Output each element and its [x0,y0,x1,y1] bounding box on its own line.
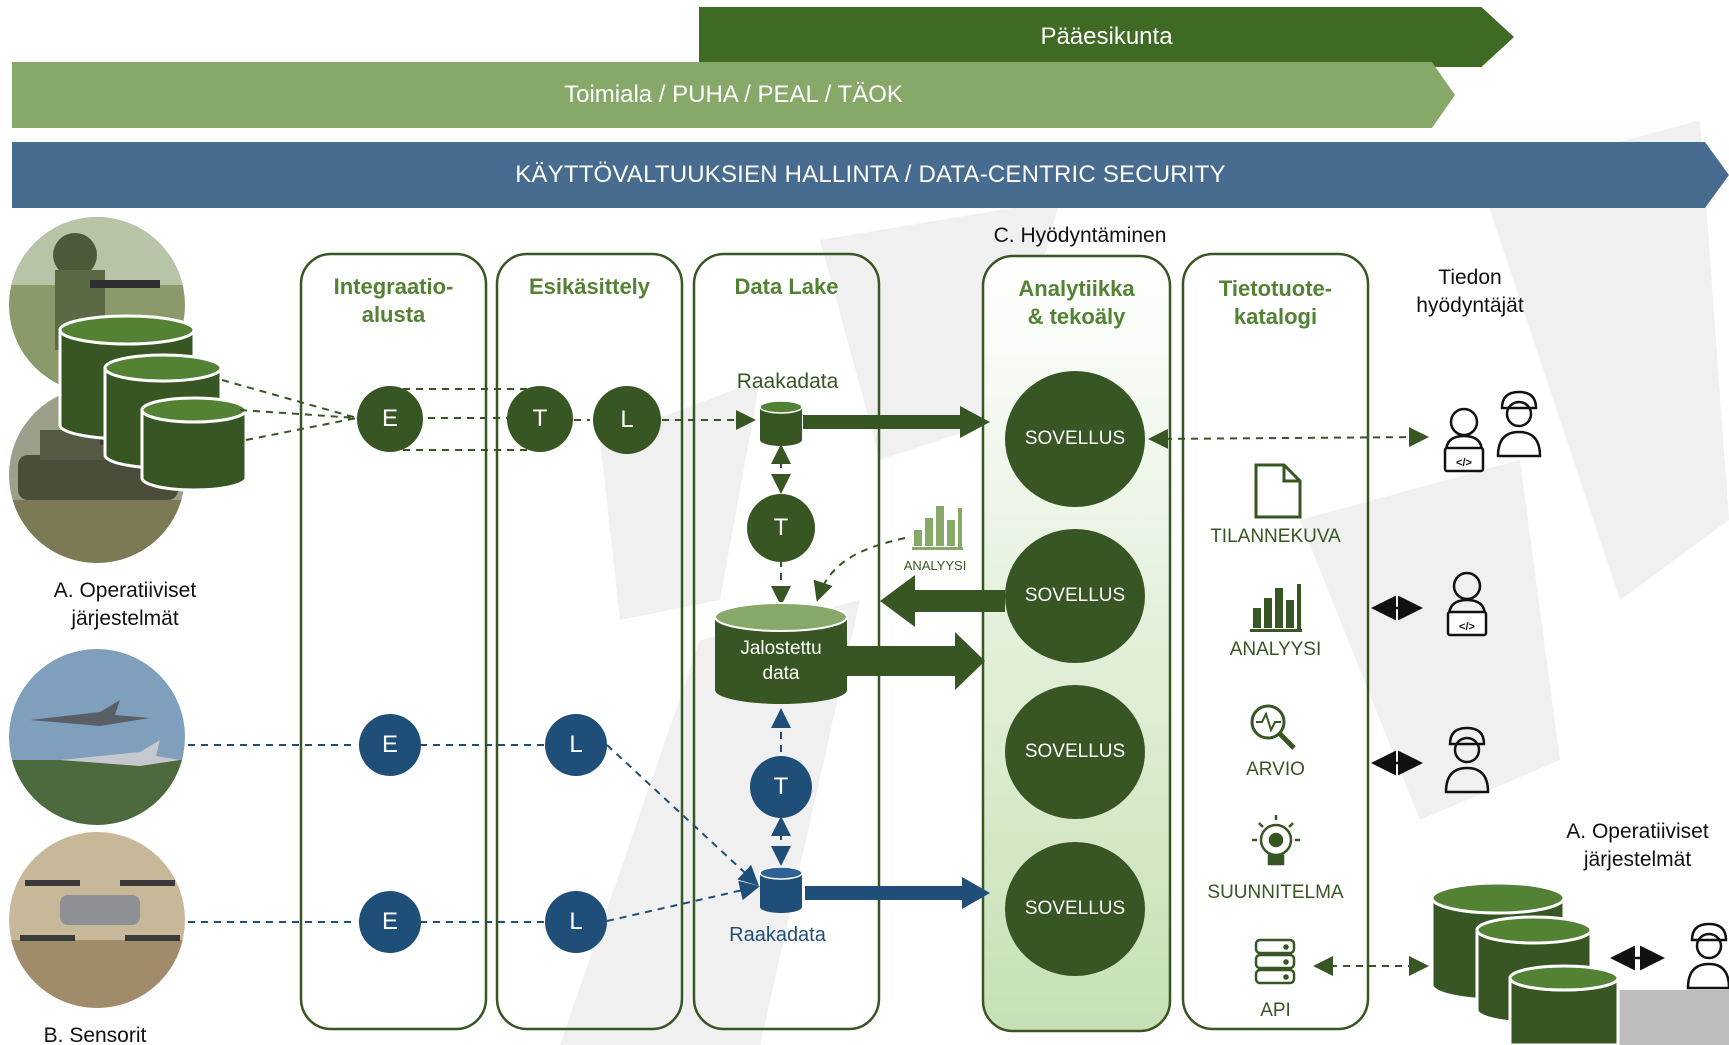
banner-security: KÄYTTÖVALTUUKSIEN HALLINTA / DATA-CENTRI… [12,142,1729,208]
node-l-blue-1-label: L [569,731,583,758]
node-t-datalake-blue: T [750,756,812,818]
database-stack-right [1430,881,1620,1045]
catalog-arvio: ARVIO [1246,759,1305,780]
banner-paaesikunta: Pääesikunta [699,7,1514,67]
banner-toimiala-text: Toimiala / PUHA / PEAL / TÄOK [564,81,903,108]
column-title-esikasittely: Esikäsittely [497,273,682,301]
soldier-user-icon-3 [1686,922,1729,990]
banner-security-text: KÄYTTÖVALTUUKSIEN HALLINTA / DATA-CENTRI… [515,161,1226,188]
raakadata-bottom-db-icon [759,866,803,913]
label-sensorit: B. Sensorit [43,1024,147,1045]
node-l-blue-1: L [545,714,607,776]
jalostettu-data-db-icon [714,602,848,704]
node-e-blue-1: E [359,714,421,776]
label-operatiiviset-left-line1: A. Operatiiviset [53,579,197,602]
app-circle-3-label: SOVELLUS [1024,741,1126,762]
label-jalostettu-line2: data [762,663,800,684]
label-raakadata-top: Raakadata [736,370,839,393]
lightbulb-gear-icon [1252,815,1300,866]
photo-tank [9,387,185,563]
database-stack-left [58,314,248,492]
svg-text:</>: </> [1459,621,1475,633]
soldier-user-icon [1496,390,1542,458]
column-title-esikasittely-line1: Esikäsittely [528,274,651,299]
column-title-integraatio-line2: alusta [361,302,426,327]
raakadata-top-db-icon [759,400,803,446]
column-title-analytiikka-line1: Analytiikka [1018,276,1135,301]
analyysi-chart-icon-small [912,506,963,550]
node-t-datalake-green-label: T [773,514,789,541]
catalog-tilannekuva: TILANNEKUVA [1210,526,1341,547]
node-t-datalake-green: T [747,494,815,562]
developer-user-icon-2: </> [1446,571,1488,637]
label-operatiiviset-left: A. Operatiiviset järjestelmät [20,577,230,633]
column-title-analytiikka-line2: & tekoäly [1027,304,1126,329]
svg-text:</>: </> [1456,457,1472,469]
green-dashed-links [221,379,1429,976]
app-circle-1: SOVELLUS [1005,371,1145,507]
label-analyysi-small: ANALYYSI [903,558,967,573]
label-jalostettu-line1: Jalostettu [740,638,822,659]
column-title-datalake: Data Lake [694,273,879,301]
column-title-analytiikka: Analytiikka & tekoäly [983,275,1170,331]
node-l-green-label: L [620,406,634,433]
label-operatiiviset-left-line2: järjestelmät [71,607,179,630]
node-e-blue-2-label: E [381,908,398,935]
column-title-katalogi: Tietotuote- katalogi [1183,275,1368,331]
catalog-api: API [1260,1000,1291,1021]
node-t-green-label: T [532,405,548,432]
catalog-suunnitelma: SUUNNITELMA [1207,882,1344,903]
column-title-integraatio-line1: Integraatio- [333,274,454,299]
app-circle-2: SOVELLUS [1005,529,1145,663]
banner-toimiala: Toimiala / PUHA / PEAL / TÄOK [12,62,1455,128]
node-t-datalake-blue-label: T [773,773,789,800]
header-hyodyntaminen: C. Hyödyntäminen [993,224,1167,247]
column-title-integraatio: Integraatio- alusta [301,273,486,329]
node-e-green-label: E [381,405,398,432]
label-jalostettu-data: Jalostettu data [715,636,847,686]
app-circle-2-label: SOVELLUS [1024,585,1126,606]
app-circle-4: SOVELLUS [1005,842,1145,976]
header-tiedon-line2: hyödyntäjät [1416,294,1524,317]
blue-dashed-links [188,708,791,923]
black-arrows [1371,595,1665,971]
node-l-blue-2-label: L [569,908,583,935]
soldier-user-icon-2 [1444,726,1490,794]
app-circle-3: SOVELLUS [1005,685,1145,819]
photo-fighter-jets [9,649,185,825]
bar-chart-icon [1250,584,1302,632]
server-stack-icon [1254,938,1296,985]
photo-drone [9,832,185,1008]
node-e-blue-2: E [359,891,421,953]
developer-user-icon: </> [1443,407,1485,473]
node-l-green: L [593,386,661,454]
label-operatiiviset-right: A. Operatiiviset järjestelmät [1530,818,1729,874]
document-icon [1254,463,1302,519]
node-e-blue-1-label: E [381,731,398,758]
label-operatiiviset-right-line1: A. Operatiiviset [1566,820,1709,843]
label-operatiiviset-right-line2: järjestelmät [1583,848,1692,871]
magnifier-pulse-icon [1250,704,1296,750]
app-circle-4-label: SOVELLUS [1024,898,1126,919]
solid-flow-arrows [803,406,1005,909]
column-title-katalogi-line1: Tietotuote- [1218,276,1333,301]
column-title-datalake-line1: Data Lake [734,274,839,299]
catalog-analyysi: ANALYYSI [1229,639,1322,660]
label-raakadata-bottom: Raakadata [729,924,826,946]
app-circle-1-label: SOVELLUS [1024,428,1126,449]
node-e-green: E [357,386,423,452]
header-tiedon-line1: Tiedon [1438,266,1502,289]
node-l-blue-2: L [545,891,607,953]
banner-paaesikunta-text: Pääesikunta [1040,23,1173,50]
column-title-katalogi-line2: katalogi [1233,304,1318,329]
node-t-green: T [507,386,573,452]
header-tiedon-hyodyntajat: Tiedon hyödyntäjät [1380,264,1560,320]
